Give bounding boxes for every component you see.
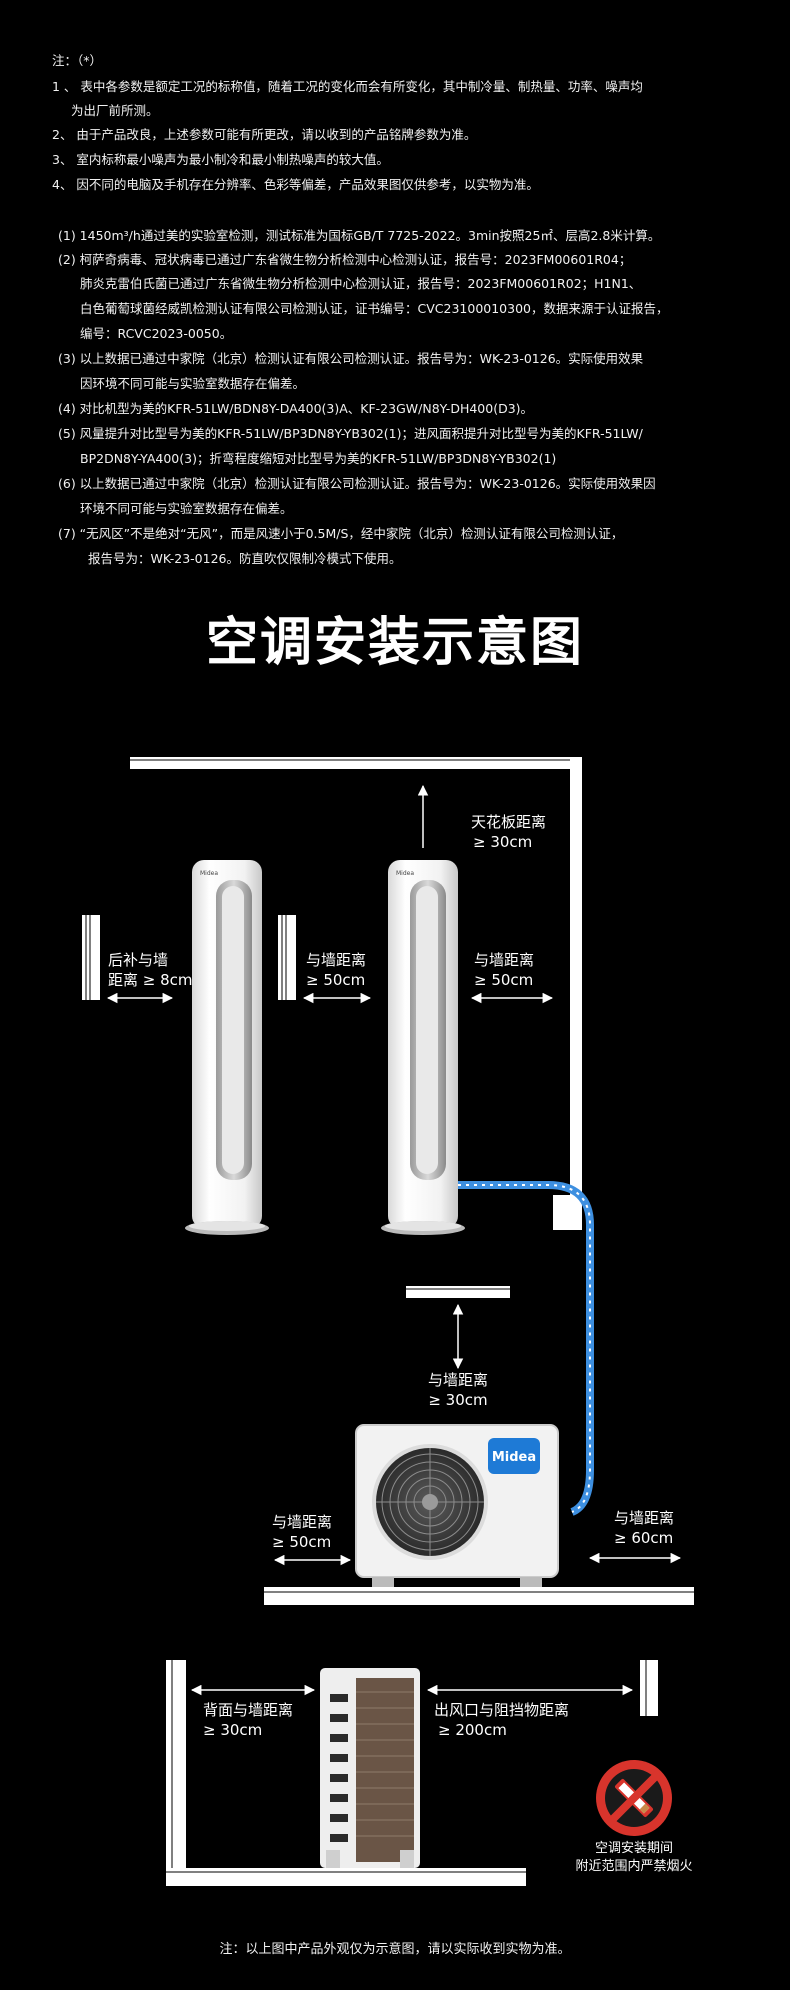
back-wall-distance-label: 后补与墙 距离 ≥ 8cm: [108, 951, 193, 989]
outdoor-unit-side: [320, 1668, 420, 1868]
footnote: 编号：RCVC2023-0050。: [80, 326, 233, 341]
wall-marker-middle: [278, 915, 296, 1000]
outdoor-right-distance-label: 与墙距离 ≥ 60cm: [614, 1509, 675, 1547]
footnote: (4) 对比机型为美的KFR-51LW/BDN8Y-DA400(3)A、KF-2…: [58, 401, 534, 416]
footnote: 白色葡萄球菌经威凯检测认证有限公司检测认证，证书编号：CVC2310001030…: [80, 301, 669, 316]
wall-distance-right-label: 与墙距离 ≥ 50cm: [474, 951, 535, 989]
room-walls: [130, 757, 582, 1230]
footnote: 报告号为：WK-23-0126。防直吹仅限制冷模式下使用。: [88, 551, 402, 566]
footnote: 因环境不同可能与实验室数据存在偏差。: [80, 376, 306, 391]
footnote: 环境不同可能与实验室数据存在偏差。: [80, 501, 293, 516]
note-item: 为出厂前所测。: [71, 103, 159, 118]
note-item: 1 、 表中各参数是额定工况的标称值，随着工况的变化而会有所变化，其中制冷量、制…: [52, 79, 643, 94]
ceiling-distance-label: 天花板距离 ≥ 30cm: [471, 813, 547, 851]
indoor-unit-right: Midea: [381, 860, 465, 1235]
footnote: (3) 以上数据已通过中家院（北京）检测认证有限公司检测认证。报告号为：WK-2…: [58, 351, 644, 366]
outdoor-left-distance-label: 与墙距离 ≥ 50cm: [272, 1513, 333, 1551]
note-item: 4、 因不同的电脑及手机存在分辨率、色彩等偏差，产品效果图仅供参考，以实物为准。: [52, 177, 539, 192]
wall-slab-top: [406, 1286, 510, 1298]
ground-slab: [264, 1587, 694, 1605]
brand-logo: Midea: [492, 1450, 536, 1465]
back-distance-label: 背面与墙距离 ≥ 30cm: [203, 1701, 294, 1739]
wall-marker-left: [82, 915, 100, 1000]
outdoor-unit: Midea: [355, 1424, 559, 1587]
wall-distance-left-label: 与墙距离 ≥ 50cm: [306, 951, 367, 989]
no-smoking-label: 空调安装期间 附近范围内严禁烟火: [575, 1841, 693, 1874]
note-item: 2、 由于产品改良，上述参数可能有所更改，请以收到的产品铭牌参数为准。: [52, 127, 477, 142]
note-item: 3、 室内标称最小噪声为最小制冷和最小制热噪声的较大值。: [52, 152, 389, 167]
refrigerant-pipe: [458, 1181, 594, 1516]
svg-text:Midea: Midea: [200, 870, 218, 877]
no-smoking-icon: [596, 1760, 672, 1836]
page-title: 空调安装示意图: [205, 613, 584, 673]
dimension-arrows-indoor: [106, 784, 554, 1004]
footnote: BP2DN8Y-YA400(3)；折弯程度缩短对比型号为美的KFR-51LW/B…: [80, 451, 557, 466]
footnote: 肺炎克雷伯氏菌已通过广东省微生物分析检测中心检测认证，报告号：2023FM006…: [80, 276, 642, 291]
notes-heading: 注：（*）: [52, 53, 103, 68]
footnote: (6) 以上数据已通过中家院（北京）检测认证有限公司检测认证。报告号为：WK-2…: [58, 476, 656, 491]
footnote: (1) 1450m³/h通过美的实验室检测，测试标准为国标GB/T 7725-2…: [58, 228, 661, 243]
outlet-distance-label: 出风口与阻挡物距离 ≥ 200cm: [434, 1701, 570, 1739]
outdoor-top-distance-label: 与墙距离 ≥ 30cm: [427, 1371, 488, 1409]
footer-note: 注：以上图中产品外观仅为示意图，请以实际收到实物为准。: [219, 1942, 571, 1957]
indoor-unit-left: Midea: [185, 860, 269, 1235]
svg-text:Midea: Midea: [396, 870, 414, 877]
side-view-section: [166, 1660, 658, 1886]
footnote: (5) 风量提升对比型号为美的KFR-51LW/BP3DN8Y-YB302(1)…: [58, 426, 643, 441]
footnote: (7) “无风区”不是绝对“无风”，而是风速小于0.5M/S，经中家院（北京）检…: [58, 526, 624, 541]
footnote: (2) 柯萨奇病毒、冠状病毒已通过广东省微生物分析检测中心检测认证，报告号：20…: [58, 252, 632, 267]
dimension-arrows-outdoor: [273, 1552, 682, 1566]
